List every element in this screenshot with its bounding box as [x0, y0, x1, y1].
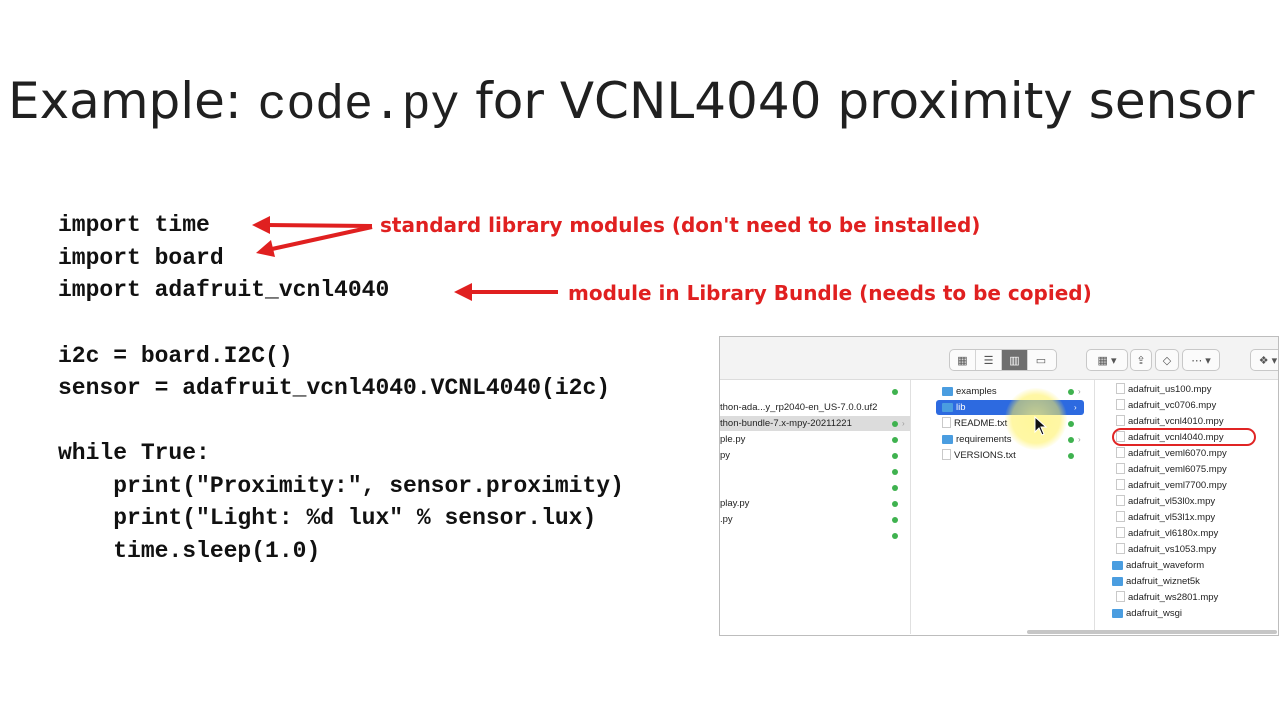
file-icon: [1116, 399, 1125, 410]
list-item[interactable]: adafruit_vl6180x.mpy: [1116, 526, 1218, 541]
file-icon: [1116, 511, 1125, 522]
code-line: sensor = adafruit_vcnl4040.VCNL4040(i2c): [58, 375, 611, 401]
mouse-pointer-icon: [1034, 416, 1048, 436]
vcnl4040-highlight-circle: [1112, 428, 1256, 446]
list-item[interactable]: adafruit_vl53l1x.mpy: [1116, 510, 1215, 525]
file-icon: [1116, 527, 1125, 538]
file-icon: [1116, 591, 1125, 602]
folder-icon: [942, 435, 953, 444]
horizontal-scrollbar[interactable]: [1027, 630, 1277, 634]
code-line: time.sleep(1.0): [58, 538, 321, 564]
list-item[interactable]: play.py: [720, 496, 910, 511]
list-item[interactable]: thon-ada...y_rp2040-en_US-7.0.0.uf2: [720, 402, 878, 413]
tag-icon[interactable]: ◇: [1155, 349, 1179, 371]
list-item[interactable]: adafruit_waveform: [1112, 558, 1204, 573]
list-item[interactable]: .py: [720, 512, 910, 527]
list-item[interactable]: requirements›: [942, 432, 1092, 447]
file-icon: [1116, 463, 1125, 474]
list-item[interactable]: [720, 528, 910, 543]
list-item[interactable]: adafruit_veml6075.mpy: [1116, 462, 1227, 477]
finder-window: ▦ ☰ ▥ ▭ ▦ ▾ ⇪ ◇ ⋯ ▾ ❖ ▾ thon-ada...y_rp2…: [719, 336, 1279, 636]
list-item[interactable]: adafruit_vs1053.mpy: [1116, 542, 1216, 557]
finder-toolbar: ▦ ☰ ▥ ▭ ▦ ▾ ⇪ ◇ ⋯ ▾ ❖ ▾: [720, 337, 1278, 380]
arrow-head-vcnl: [454, 283, 472, 301]
code-line: i2c = board.I2C(): [58, 343, 293, 369]
list-item[interactable]: [720, 480, 910, 495]
code-line: import adafruit_vcnl4040: [58, 277, 390, 303]
file-icon: [1116, 479, 1125, 490]
list-item[interactable]: [720, 384, 910, 399]
folder-icon: [1112, 609, 1123, 618]
title-code: code.py: [257, 79, 460, 133]
list-item[interactable]: examples›: [942, 384, 1092, 399]
list-item-selected[interactable]: thon-bundle-7.x-mpy-20211221›: [720, 416, 910, 431]
list-item[interactable]: adafruit_veml7700.mpy: [1116, 478, 1227, 493]
view-mode-group: ▦ ☰ ▥ ▭: [949, 349, 1057, 371]
arrow-to-board: [271, 225, 373, 251]
file-icon: [942, 417, 951, 428]
dropbox-icon[interactable]: ❖ ▾: [1250, 349, 1278, 371]
code-line: print("Light: %d lux" % sensor.lux): [58, 505, 597, 531]
arrow-head-board: [256, 240, 275, 257]
file-icon: [942, 449, 951, 460]
code-line: import board: [58, 245, 224, 271]
list-item[interactable]: VERSIONS.txt: [942, 448, 1092, 463]
title-prefix: Example:: [8, 72, 258, 130]
stdlib-annotation: standard library modules (don't need to …: [380, 213, 981, 237]
arrow-head-time: [252, 216, 270, 234]
file-icon: [1116, 383, 1125, 394]
bundle-annotation: module in Library Bundle (needs to be co…: [568, 281, 1092, 305]
list-item[interactable]: README.txt: [942, 416, 1092, 431]
list-item[interactable]: adafruit_ws2801.mpy: [1116, 590, 1218, 605]
code-line: import time: [58, 212, 210, 238]
list-item[interactable]: py: [720, 448, 910, 463]
list-item[interactable]: adafruit_us100.mpy: [1116, 382, 1211, 397]
folder-icon: [942, 403, 953, 412]
file-icon: [1116, 495, 1125, 506]
list-item[interactable]: adafruit_veml6070.mpy: [1116, 446, 1227, 461]
folder-icon: [1112, 561, 1123, 570]
file-icon: [1116, 543, 1125, 554]
folder-icon: [942, 387, 953, 396]
folder-icon: [1112, 577, 1123, 586]
arrow-to-time: [265, 223, 373, 228]
list-item[interactable]: adafruit_wiznet5k: [1112, 574, 1200, 589]
list-item[interactable]: ple.py: [720, 432, 910, 447]
finder-column-3: adafruit_us100.mpy adafruit_vc0706.mpy a…: [1102, 380, 1278, 634]
group-icon[interactable]: ▦ ▾: [1086, 349, 1128, 371]
list-item[interactable]: adafruit_vcnl4010.mpy: [1116, 414, 1224, 429]
gallery-view-icon[interactable]: ▭: [1035, 354, 1047, 367]
icon-view-icon[interactable]: ▦: [950, 350, 976, 370]
file-icon: [1116, 447, 1125, 458]
column-view-icon[interactable]: ▥: [1002, 350, 1028, 370]
finder-column-1: thon-ada...y_rp2040-en_US-7.0.0.uf2 thon…: [720, 380, 911, 634]
slide-title: Example: code.py for VCNL4040 proximity …: [8, 66, 1254, 141]
title-suffix: for VCNL4040 proximity sensor: [459, 72, 1255, 130]
more-icon[interactable]: ⋯ ▾: [1182, 349, 1220, 371]
list-item[interactable]: [720, 464, 910, 479]
file-icon: [1116, 415, 1125, 426]
code-line: print("Proximity:", sensor.proximity): [58, 473, 624, 499]
list-item[interactable]: adafruit_vc0706.mpy: [1116, 398, 1216, 413]
code-line: while True:: [58, 440, 210, 466]
list-item[interactable]: adafruit_vl53l0x.mpy: [1116, 494, 1215, 509]
list-view-icon[interactable]: ☰: [976, 350, 1002, 370]
list-item[interactable]: adafruit_wsgi: [1112, 606, 1182, 621]
share-icon[interactable]: ⇪: [1130, 349, 1152, 371]
